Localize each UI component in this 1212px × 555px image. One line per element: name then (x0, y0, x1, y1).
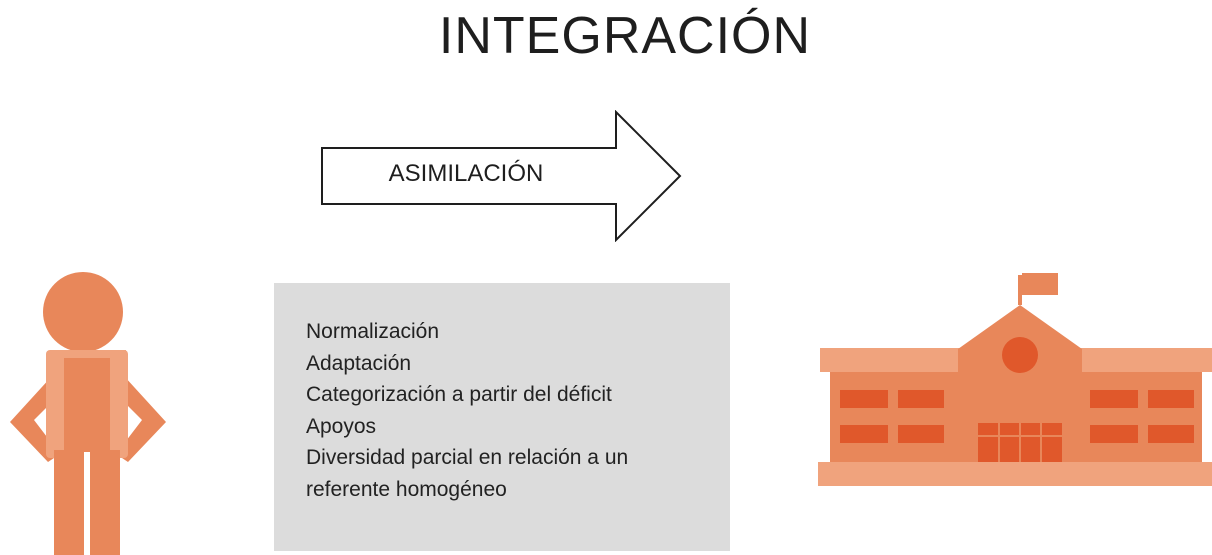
flag-pole (1018, 275, 1022, 305)
school-base (818, 462, 1212, 486)
concept-item: Apoyos (306, 414, 377, 438)
concept-box (274, 283, 730, 551)
concept-item: referente homogéneo (306, 477, 507, 501)
school-window (1148, 390, 1194, 408)
backpack-right-strap (110, 350, 128, 458)
school-door-divider (1019, 423, 1021, 462)
school-window (840, 390, 888, 408)
school-clock (1002, 337, 1038, 373)
school-window (1090, 390, 1138, 408)
school-window (1148, 425, 1194, 443)
student-right-leg (90, 450, 120, 555)
school-center-gable (958, 305, 1082, 462)
concept-item: Normalización (306, 320, 440, 343)
flag (1022, 273, 1058, 295)
school-window (898, 425, 944, 443)
school-left-wing (830, 372, 962, 462)
school-window (840, 425, 888, 443)
student-left-leg (54, 450, 84, 555)
school-left-wing-roof (820, 348, 962, 372)
school-door-divider (998, 423, 1000, 462)
student-with-backpack-icon (10, 272, 166, 555)
backpack-left-strap (46, 350, 64, 458)
school-door-divider (978, 435, 1062, 437)
school-building-icon (818, 273, 1212, 486)
school-window (1090, 425, 1138, 443)
student-torso (58, 358, 120, 452)
concept-item: Adaptación (306, 351, 412, 375)
arrow-shape (321, 110, 682, 242)
school-window (898, 390, 944, 408)
concept-list: Normalización Adaptación Categorización … (306, 316, 628, 505)
arrow-label: ASIMILACIÓN (388, 160, 544, 187)
student-head (43, 272, 123, 352)
concept-item: Categorización a partir del déficit (306, 383, 612, 406)
school-door-divider (1040, 423, 1042, 462)
assimilation-arrow (321, 110, 682, 242)
diagram-title: INTEGRACIÓN (438, 7, 812, 65)
school-right-wing-roof (1078, 348, 1212, 372)
concept-item: Diversidad parcial en relación a un (306, 446, 629, 469)
school-right-wing (1078, 372, 1202, 462)
